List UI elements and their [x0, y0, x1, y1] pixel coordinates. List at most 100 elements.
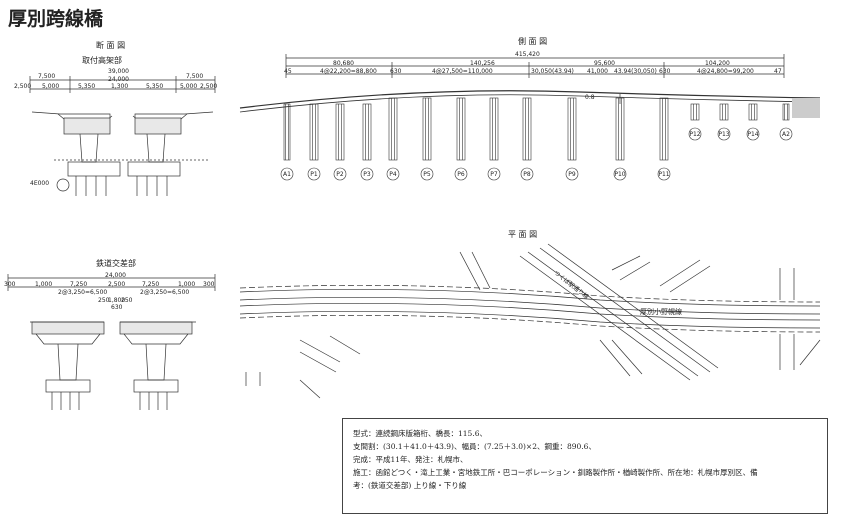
pier-label: P9: [568, 171, 576, 178]
pier-p8: [522, 97, 532, 161]
pier-p10: [615, 97, 625, 161]
side-span-group: 80,680: [333, 60, 354, 67]
section-dim: 1,000: [178, 281, 196, 288]
section-dim: 2@3,250=6,500: [58, 289, 108, 296]
pier-label-circle: [420, 167, 434, 181]
side-total-length: 415,420: [515, 51, 540, 58]
pier-label-circle: [717, 127, 731, 141]
notes-line: 施工：函館どつく・滝上工業・宮地鉄工所・巴コーポレーション・釧路製作所・楢崎製作…: [353, 468, 758, 477]
pier-label-circle: [688, 127, 702, 141]
section-dim: 2@3,250=6,500: [140, 289, 190, 296]
pier-label-circle: [280, 167, 294, 181]
section-dim: 300: [203, 281, 215, 288]
pier-p5: [422, 97, 432, 161]
section-dim: 1,000: [35, 281, 53, 288]
pier-label-circle: [520, 167, 534, 181]
notes-line: 支間割：(30.1＋41.0＋43.9)、幅員：(7.25＋3.0)×2、鋼重：…: [353, 442, 596, 451]
pier-label: P1: [310, 171, 318, 178]
section-dim: 250: [98, 297, 110, 304]
side-span-group: 95,600: [594, 60, 615, 67]
side-span-detail: 30,050(43.94): [531, 68, 574, 75]
pier-p3: [362, 103, 372, 161]
pier-label: P12: [689, 131, 700, 138]
side-span-detail: 41,000: [587, 68, 608, 75]
pier-p13: [719, 103, 729, 121]
pier-label: P13: [718, 131, 729, 138]
side-span-detail: 4@24,800=99,200: [697, 68, 754, 75]
pier-label: P3: [363, 171, 371, 178]
section-dim: 5,000: [180, 83, 198, 90]
pier-a2: [782, 103, 790, 121]
pier-p14: [748, 103, 758, 121]
pier-p12: [690, 103, 700, 121]
section-dim: 5,350: [78, 83, 96, 90]
side-span-detail: 47: [774, 68, 782, 75]
section-dim: 5,000: [42, 83, 60, 90]
pier-label: P4: [389, 171, 397, 178]
side-span-detail: 4@22,200=88,800: [320, 68, 377, 75]
pier-label-circle: [657, 167, 671, 181]
pier-p4: [388, 97, 398, 161]
pier-p9: [567, 97, 577, 161]
pier-label: P11: [658, 171, 669, 178]
pier-label-circle: [487, 167, 501, 181]
side-span-group: 140,256: [470, 60, 495, 67]
pier-label: A2: [782, 131, 790, 138]
pier-label-circle: [307, 167, 321, 181]
pier-p2: [335, 103, 345, 161]
pier-label: P7: [490, 171, 498, 178]
notes-line: 完成：平成11年、発注：札幌市、: [353, 455, 468, 464]
section-dim: 250: [121, 297, 133, 304]
section-dim: 7,500: [38, 73, 56, 80]
section-dim: 5,350: [146, 83, 164, 90]
pier-a1: [283, 103, 291, 161]
pier-p6: [456, 97, 466, 161]
section-view-label: 断 面 図: [96, 41, 126, 50]
pier-label-circle: [360, 167, 374, 181]
pier-label-circle: [613, 167, 627, 181]
section-dim: 39,000: [108, 68, 129, 75]
side-mid-label: 0.8: [585, 94, 595, 101]
notes-line: 考：(鉄道交差部) 上り線・下り線: [353, 481, 467, 490]
pier-p1: [309, 103, 319, 161]
side-span-detail: 45: [284, 68, 292, 75]
side-span-detail: 630: [390, 68, 402, 75]
pier-label: P6: [457, 171, 465, 178]
side-view-label: 側 面 図: [518, 37, 548, 46]
section-dim: 1,800: [108, 297, 126, 304]
pier-label-circle: [779, 127, 793, 141]
section-scale-label: 4E000: [30, 180, 50, 187]
pier-label-circle: [386, 167, 400, 181]
plan-road-label: 厚別小野幌線: [640, 308, 682, 316]
pier-label: P5: [423, 171, 431, 178]
section-dim: 7,250: [70, 281, 88, 288]
pier-label-circle: [333, 167, 347, 181]
notes-line: 型式：連続鋼床版箱桁、橋長：115.6、: [353, 429, 487, 438]
section-dim: 2,500: [108, 281, 126, 288]
section-view-sublabel-top: 取付高架部: [82, 56, 122, 65]
section-dim: 7,250: [142, 281, 160, 288]
section-dim: 300: [4, 281, 16, 288]
page-title: 厚別跨線橋: [8, 8, 104, 30]
pier-label: A1: [283, 171, 291, 178]
side-span-detail: 630: [659, 68, 671, 75]
pier-label-circle: [746, 127, 760, 141]
plan-view-label: 平 面 図: [508, 230, 538, 239]
pier-label-circle: [454, 167, 468, 181]
pier-label: P10: [614, 171, 625, 178]
pier-label: P2: [336, 171, 344, 178]
section-dim: 24,000: [105, 272, 126, 279]
side-span-detail: 4@27,500=110,000: [432, 68, 493, 75]
pier-label: P14: [747, 131, 758, 138]
pier-label-circle: [565, 167, 579, 181]
pier-p7: [489, 97, 499, 161]
section-dim: 630: [111, 304, 123, 311]
side-span-group: 104,200: [705, 60, 730, 67]
section-dim: 7,500: [186, 73, 204, 80]
notes-box: 型式：連続鋼床版箱桁、橋長：115.6、 支間割：(30.1＋41.0＋43.9…: [342, 418, 828, 514]
section-view-sublabel-bottom: 鉄道交差部: [96, 259, 136, 268]
section-dim: 1,300: [111, 83, 129, 90]
section-dim: 24,000: [108, 76, 129, 83]
section-dim: 2,500: [14, 83, 32, 90]
